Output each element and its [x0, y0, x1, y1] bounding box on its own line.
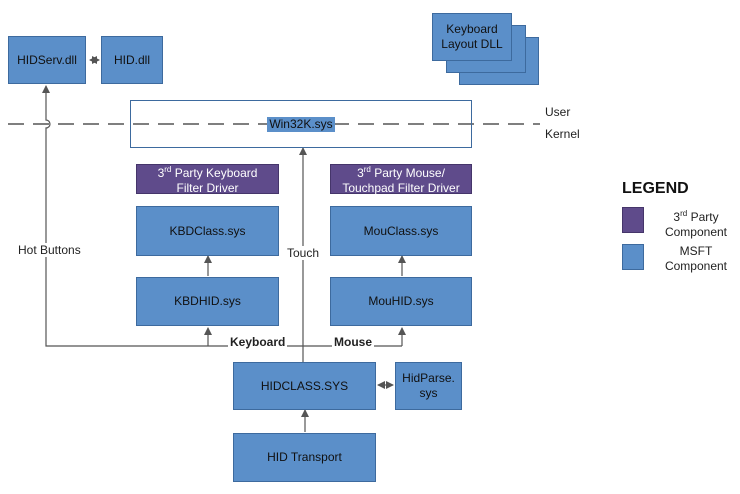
win32k-sys-box: Win32K.sys	[130, 100, 472, 148]
legend-msft-swatch	[622, 244, 644, 270]
hidserv-dll-box: HIDServ.dll	[8, 36, 86, 84]
legend-third-party-swatch	[622, 207, 644, 233]
user-label: User	[545, 105, 571, 119]
third-kbd-line1: Party Keyboard	[171, 166, 258, 180]
third-mouse-line2: Touchpad Filter Driver	[342, 181, 460, 195]
legend-third-party-text: 3rd Party Component	[660, 206, 732, 240]
third-kbd-sup: rd	[164, 165, 172, 174]
hidserv-dll-label: HIDServ.dll	[17, 52, 77, 67]
win32k-sys-label: Win32K.sys	[267, 116, 335, 132]
keyboard-layout-line1: Keyboard	[446, 22, 498, 36]
third-kbd-line2: Filter Driver	[176, 181, 239, 195]
third-mouse-line1: Party Mouse/	[370, 166, 445, 180]
keyboard-layout-dll-box: Keyboard Layout DLL	[432, 13, 512, 61]
kbdclass-sys-box: KBDClass.sys	[136, 206, 279, 256]
third-party-keyboard-filter-box: 3rd Party Keyboard Filter Driver	[136, 164, 279, 195]
legend-third-party-line2: Component	[664, 225, 728, 239]
hot-buttons-label: Hot Buttons	[16, 243, 83, 257]
kbdhid-sys-label: KBDHID.sys	[174, 294, 241, 308]
legend-third-party-sup: rd	[680, 209, 688, 218]
hidparse-sys-box: HidParse. sys	[395, 362, 462, 410]
legend-third-party-three: 3	[673, 210, 681, 224]
legend-msft-text: MSFT Component	[660, 244, 732, 274]
hid-dll-label: HID.dll	[113, 52, 150, 67]
third-kbd-three: 3	[157, 166, 165, 180]
mouclass-sys-label: MouClass.sys	[363, 223, 439, 238]
hidclass-sys-label: HIDCLASS.SYS	[260, 378, 349, 393]
hid-dll-box: HID.dll	[101, 36, 163, 84]
hidparse-line1: HidParse.	[402, 371, 455, 385]
third-mouse-three: 3	[357, 166, 364, 180]
mouse-label: Mouse	[332, 335, 375, 349]
hot-buttons-line	[42, 85, 208, 347]
mouhid-sys-label: MouHID.sys	[368, 294, 434, 308]
kbdhid-sys-box: KBDHID.sys	[136, 277, 279, 326]
hid-transport-label: HID Transport	[267, 450, 342, 464]
third-party-mouse-filter-box: 3rd Party Mouse/ Touchpad Filter Driver	[330, 164, 472, 195]
mouhid-sys-box: MouHID.sys	[330, 277, 472, 326]
mouclass-sys-box: MouClass.sys	[330, 206, 472, 256]
third-mouse-sup: rd	[363, 165, 371, 174]
legend-third-party-line1: Party	[687, 210, 719, 224]
keyboard-layout-line2: Layout DLL	[441, 37, 503, 51]
legend-msft-line2: Component	[664, 259, 728, 273]
legend-msft-line1: MSFT	[679, 244, 713, 258]
hidparse-line2: sys	[419, 386, 438, 400]
hidclass-sys-box: HIDCLASS.SYS	[233, 362, 376, 410]
legend-title: LEGEND	[622, 180, 689, 197]
kbdclass-sys-label: KBDClass.sys	[169, 223, 246, 238]
keyboard-label: Keyboard	[228, 335, 288, 349]
kernel-label: Kernel	[545, 127, 580, 141]
hid-transport-box: HID Transport	[233, 433, 376, 482]
touch-label: Touch	[285, 246, 322, 260]
